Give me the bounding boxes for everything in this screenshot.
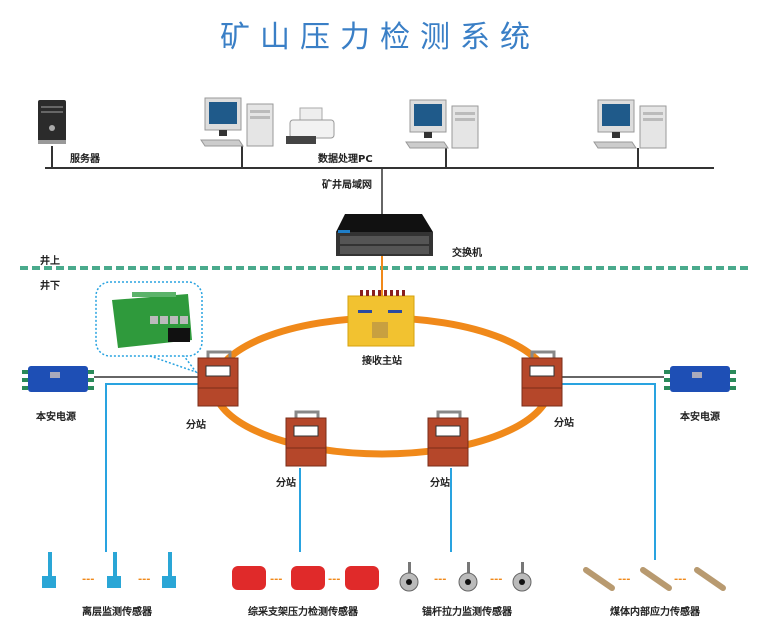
coal-stress-sensor-icon bbox=[583, 567, 726, 591]
sensor-separator: --- bbox=[618, 574, 631, 585]
sensor-separator: --- bbox=[328, 574, 341, 585]
power-supply-label-right: 本安电源 bbox=[680, 412, 720, 423]
substation-icon bbox=[427, 410, 469, 467]
printer-icon bbox=[286, 107, 335, 144]
power-supply-icon-left bbox=[22, 366, 94, 392]
sensor-group-label: 综采支架压力检测传感器 bbox=[248, 607, 358, 618]
support-pressure-sensor-icon bbox=[232, 566, 379, 590]
sensor-group-label: 煤体内部应力传感器 bbox=[610, 607, 700, 618]
substation-label: 分站 bbox=[186, 420, 206, 431]
diagram-title: 矿山压力检测系统 bbox=[220, 20, 540, 55]
fiber-line-coal bbox=[562, 383, 656, 560]
server-label: 服务器 bbox=[70, 154, 100, 165]
underground-label: 井下 bbox=[40, 281, 60, 292]
data-pc-label: 数据处理PC bbox=[318, 154, 373, 165]
lan-label: 矿井局域网 bbox=[322, 180, 372, 191]
sensor-separator: --- bbox=[270, 574, 283, 585]
substation-label: 分站 bbox=[430, 478, 450, 489]
sensor-group-label: 离层监测传感器 bbox=[82, 607, 152, 618]
substation-label: 分站 bbox=[276, 478, 296, 489]
power-supply-label-left: 本安电源 bbox=[36, 412, 76, 423]
server-icon bbox=[38, 100, 66, 144]
substation-icon bbox=[285, 410, 327, 467]
sensor-group-label: 锚杆拉力监测传感器 bbox=[422, 607, 512, 618]
sensor-separator: --- bbox=[490, 574, 503, 585]
sensor-separator: --- bbox=[138, 574, 151, 585]
pc-icon bbox=[200, 97, 274, 147]
substation-icon bbox=[521, 350, 563, 407]
anchor-tension-sensor-icon bbox=[399, 562, 532, 592]
surface-label: 井上 bbox=[40, 256, 60, 267]
pc-icon bbox=[405, 99, 479, 149]
separation-sensor-icon bbox=[42, 552, 176, 588]
switch-icon bbox=[336, 214, 433, 256]
pcb-callout bbox=[95, 281, 203, 374]
pc-icon bbox=[593, 99, 667, 149]
switch-label: 交换机 bbox=[452, 248, 482, 259]
sensor-separator: --- bbox=[82, 574, 95, 585]
substation-icon bbox=[197, 350, 239, 407]
substation-label: 分站 bbox=[554, 418, 574, 429]
sensor-separator: --- bbox=[674, 574, 687, 585]
sensor-separator: --- bbox=[434, 574, 447, 585]
main-station-label: 接收主站 bbox=[362, 356, 402, 367]
fiber-line-separation bbox=[105, 383, 198, 552]
power-supply-icon-right bbox=[664, 366, 736, 392]
main-station-icon bbox=[347, 290, 415, 347]
